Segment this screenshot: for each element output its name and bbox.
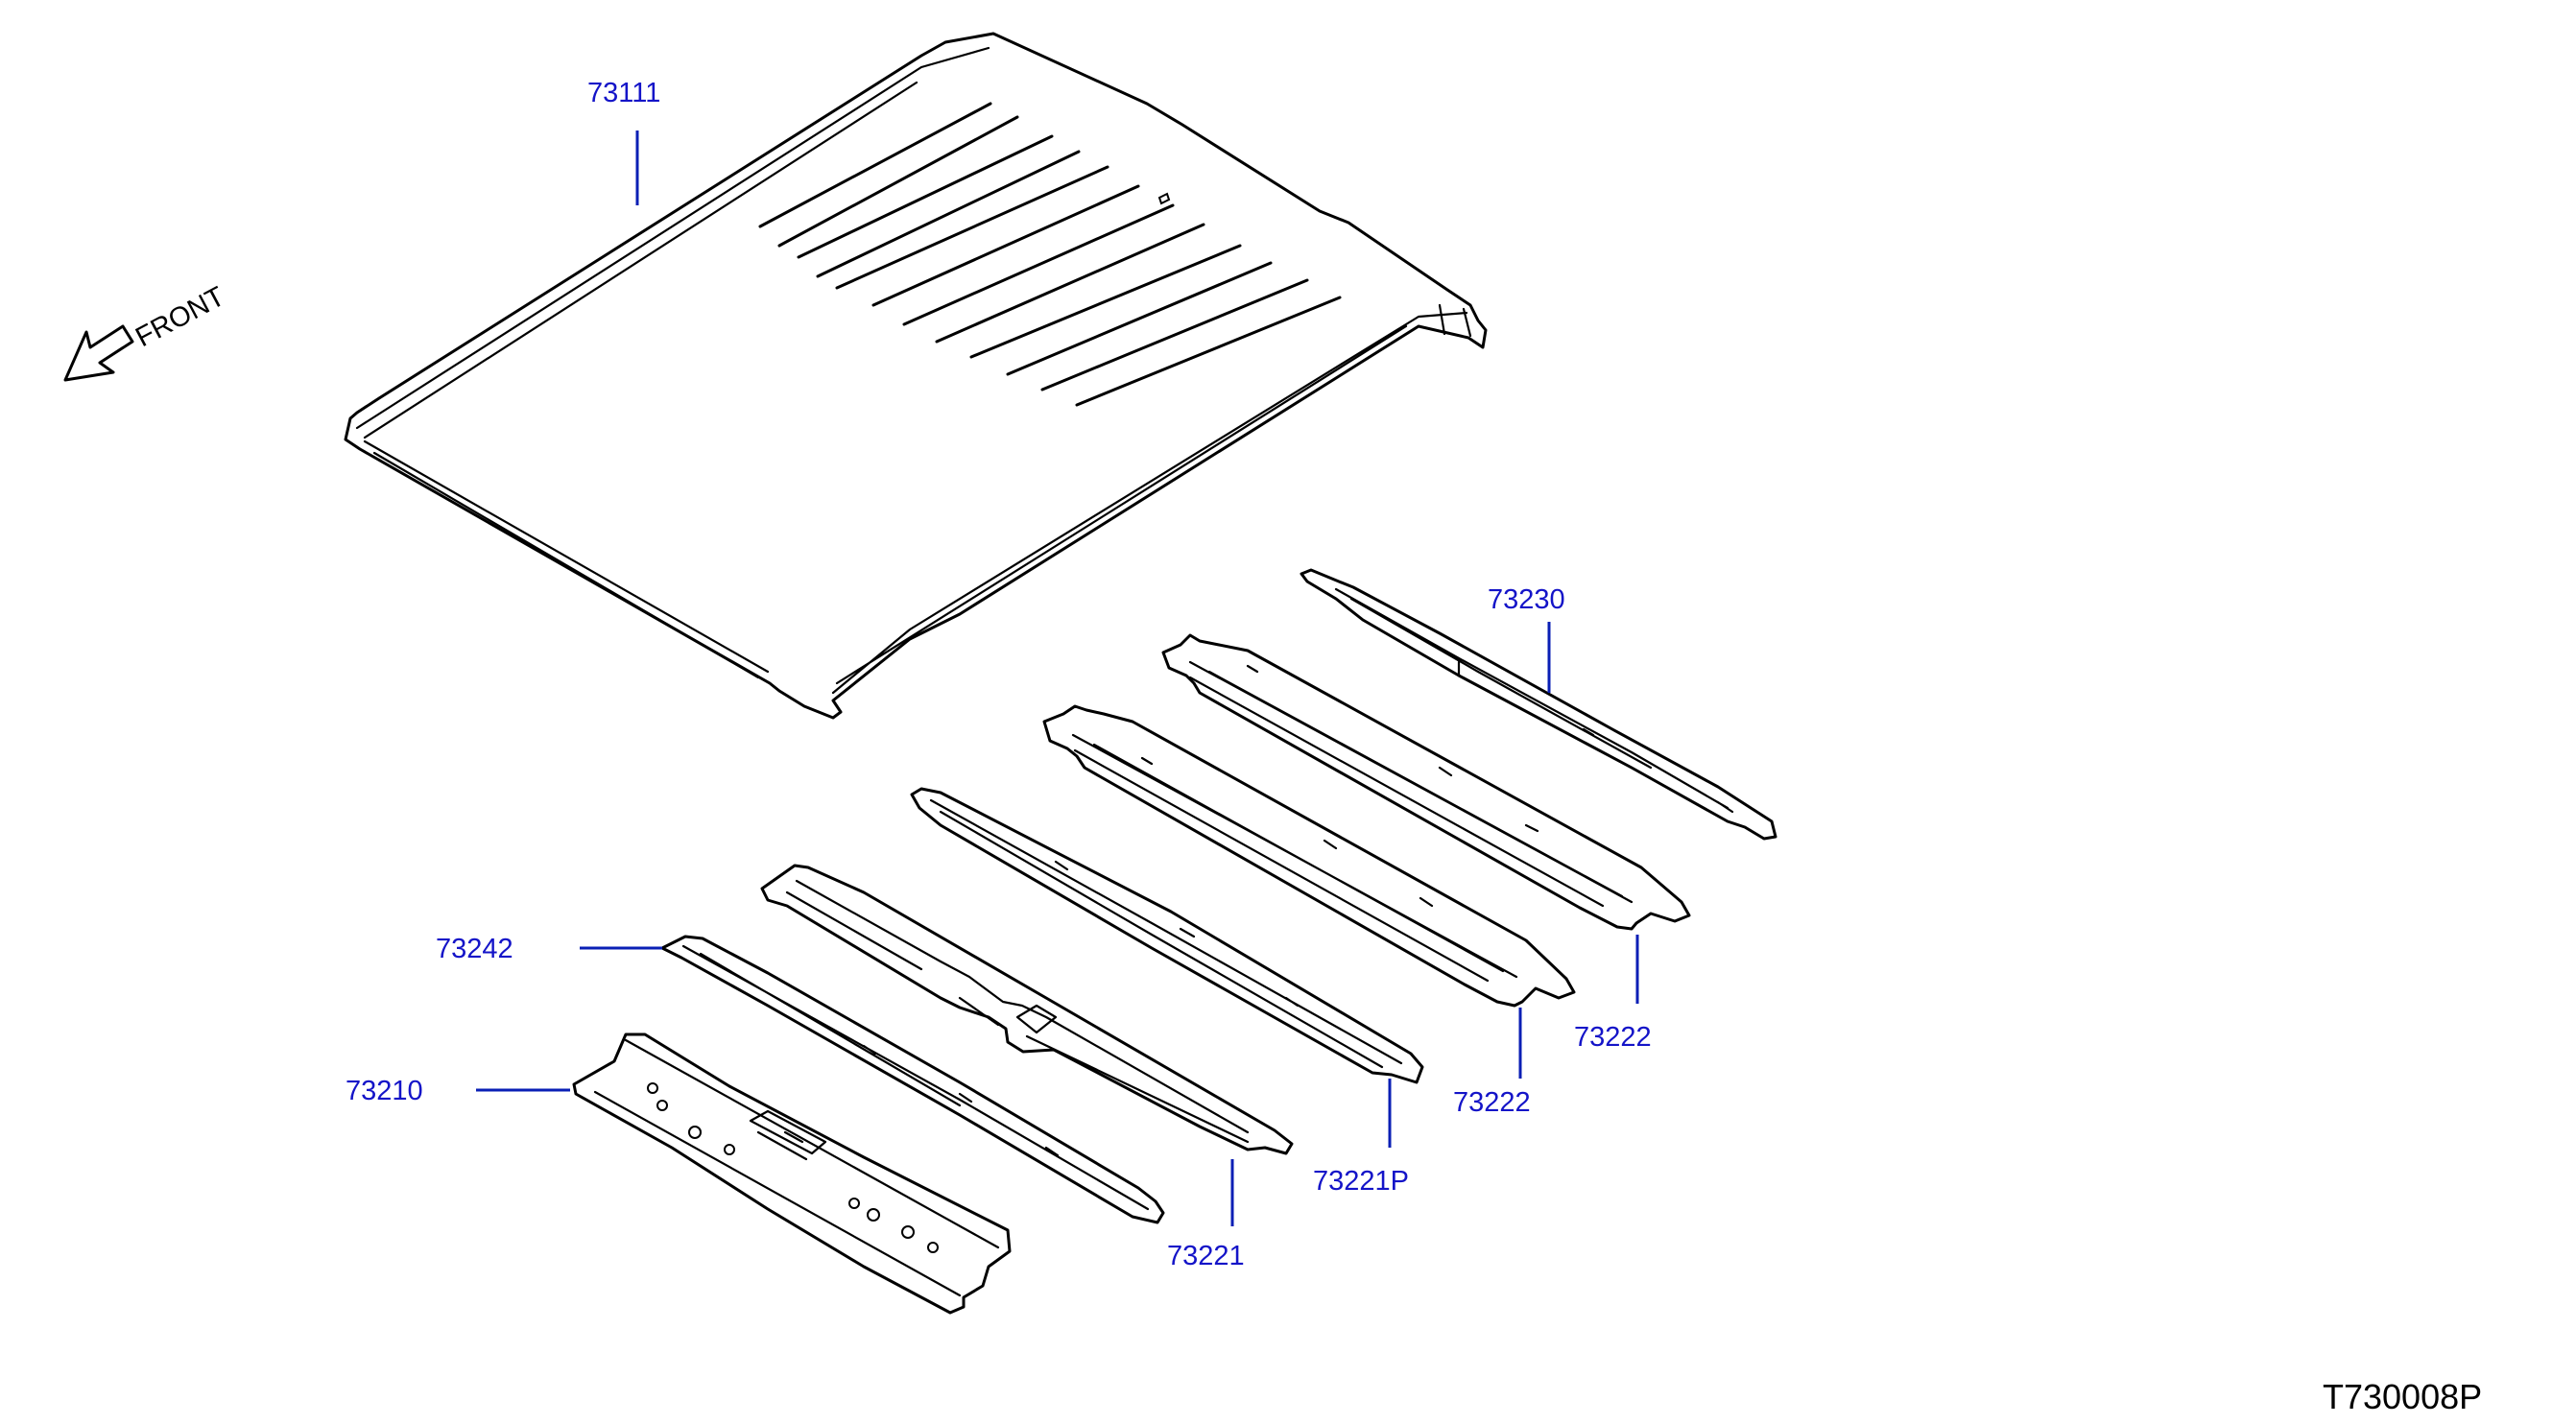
roof-panel (344, 32, 1488, 720)
callout-73221P: 73221P (1313, 1166, 1409, 1197)
roof-bow-middle-outline (1042, 704, 1576, 1008)
callout-73111: 73111 (587, 78, 660, 108)
roof-bow-middle (1042, 704, 1576, 1008)
front-header-rail-outline (660, 935, 1165, 1224)
front-label: FRONT (131, 281, 229, 353)
callout-73230: 73230 (1488, 584, 1565, 615)
roof-rear-flange (831, 311, 1468, 695)
front-direction-indicator: FRONT (63, 281, 230, 382)
part-callouts: 73111 73230 73222 73222 73221P 73221 732… (346, 78, 1652, 1271)
roof-bow-rear (1161, 633, 1691, 931)
roof-panel-outline (344, 32, 1488, 720)
callout-73222-mid: 73222 (1453, 1087, 1531, 1118)
leader-lines (476, 131, 1639, 1226)
roof-bow-center (910, 787, 1424, 1084)
roof-bow-front-lamp (760, 864, 1294, 1155)
callout-73210: 73210 (346, 1076, 423, 1106)
front-arrow-icon (63, 324, 134, 382)
roof-small-hole (1157, 192, 1171, 205)
front-header-panel-outline (572, 1032, 1012, 1315)
rear-roof-bow (1300, 568, 1777, 841)
roof-bow-front-lamp-outline (760, 864, 1294, 1155)
roof-bow-center-outline (910, 787, 1424, 1084)
callout-73222-rear: 73222 (1574, 1022, 1652, 1053)
front-header-rail (660, 935, 1165, 1224)
diagram-code: T730008P (2323, 1377, 2482, 1416)
front-header-panel (572, 1032, 1012, 1315)
roof-side-flange (363, 303, 1472, 679)
roof-ribs (758, 102, 1342, 407)
callout-73242: 73242 (436, 934, 513, 964)
roof-bow-rear-outline (1161, 633, 1691, 931)
callout-73221: 73221 (1167, 1241, 1245, 1271)
roof-front-flange (355, 46, 990, 439)
